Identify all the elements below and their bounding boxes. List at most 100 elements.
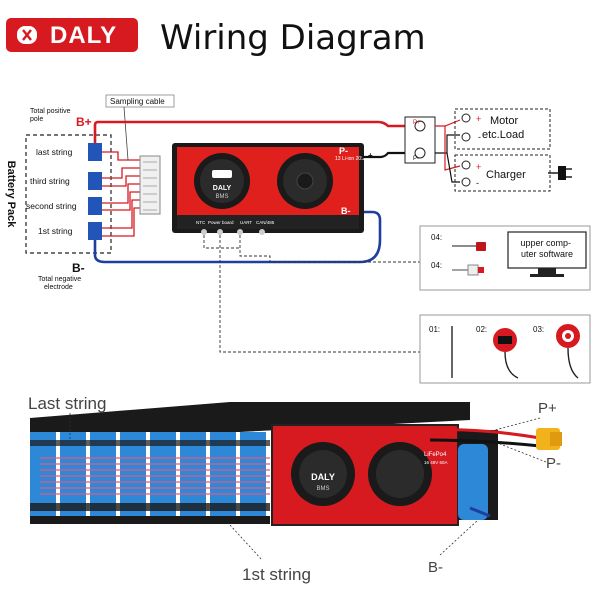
sampling-cable-label: Sampling cable	[110, 97, 165, 106]
monitor-icon	[507, 231, 587, 269]
display-button-icon	[493, 328, 519, 379]
port-label: UART	[240, 220, 252, 225]
plug-icon	[548, 166, 572, 180]
charger-label: Charger	[486, 169, 526, 181]
load-plus-sign: +	[476, 114, 481, 124]
photo-p-minus-wire	[429, 438, 541, 448]
bms-spec: 13 Li-ion 20S 72V 60A	[335, 156, 386, 162]
bms-brand: DALY	[213, 185, 232, 192]
photo-bottom-frame	[30, 516, 270, 524]
port-leaders	[203, 235, 420, 353]
bms-fan-left-inner	[200, 159, 244, 203]
photo-fan-left-inner	[299, 450, 347, 498]
photo-last-string-label: Last string	[28, 394, 106, 413]
port-can-485	[259, 229, 265, 235]
string-label: third string	[30, 176, 70, 186]
battery-photo: DALY BMS LiFePo4 16 48V 60A	[30, 402, 562, 526]
terminal-minus	[414, 147, 426, 159]
string-label: last string	[36, 147, 73, 157]
photo-strip	[30, 440, 270, 446]
item-04b-label: 04:	[431, 261, 442, 270]
switch-button-icon	[556, 324, 580, 379]
port-label: NTC	[196, 220, 206, 225]
photo-p-minus-label: P-	[546, 455, 561, 472]
cell-first-string	[88, 222, 102, 240]
positive-wire	[93, 120, 405, 143]
photo-first-string-label: 1st string	[242, 565, 311, 584]
charger-plus-wire	[444, 126, 461, 171]
port-uart	[237, 229, 243, 235]
brand-name: DALY	[50, 22, 118, 49]
battery-pack-label: Battery Pack	[5, 161, 17, 229]
daly-logo: DALY	[6, 18, 138, 52]
bms-ports: NTC Power board UART CAN/485	[196, 220, 275, 235]
load-plus-terminal	[461, 113, 471, 123]
bms-plus-mark: +	[368, 151, 373, 160]
bms-model: BMS	[215, 194, 228, 200]
charger-minus-wire	[446, 152, 460, 183]
item-02-label: 02:	[476, 325, 487, 334]
cell-blocks	[88, 143, 102, 240]
charger-minus-terminal	[461, 177, 471, 187]
photo-bms-model: BMS	[316, 486, 329, 492]
p-minus-wire	[362, 151, 405, 159]
photo-fan-right-inner	[376, 450, 424, 498]
photo-p-plus-label: P+	[538, 400, 557, 417]
cell-last-string	[88, 143, 102, 161]
port-power-board	[217, 229, 223, 235]
bms-p-minus: P-	[339, 146, 348, 156]
load-plus-wire	[435, 119, 461, 127]
port-ntc	[201, 229, 207, 235]
item-01-label: 01:	[429, 325, 440, 334]
software-label: upper comp- uter software	[520, 238, 573, 259]
xt60-connector-tip	[550, 432, 562, 446]
photo-sampling-wires	[40, 457, 270, 495]
bms-board: DALY BMS 13 Li-ion 20S 72V 60A P- B- NTC…	[172, 143, 386, 235]
p-minus-terminal-label: P-	[413, 156, 419, 162]
photo-b-minus-wire	[469, 506, 491, 518]
item-04a-label: 04:	[431, 233, 442, 242]
photo-b-minus-label: B-	[428, 559, 443, 576]
sampling-connector	[139, 155, 161, 215]
terminal-plus	[414, 120, 426, 132]
daly-logo-icon	[17, 26, 37, 44]
load-box	[454, 108, 551, 150]
load-minus-terminal	[461, 132, 471, 142]
photo-strip	[30, 503, 270, 511]
bms-fan-hub	[296, 172, 314, 190]
photo-bms-spec2: 16 48V 60A	[424, 460, 448, 465]
first-string-pointer	[229, 524, 263, 561]
load-label: etc.Load	[482, 129, 524, 141]
p-minus-pointer	[499, 443, 547, 463]
b-plus-label: B+	[76, 115, 92, 129]
cell-third-string	[88, 172, 102, 190]
port-label: Power board	[208, 220, 234, 225]
photo-bms-spec: LiFePo4	[424, 452, 447, 458]
p-plus-pointer	[494, 417, 541, 431]
total-positive-label: Total positive pole	[30, 108, 72, 123]
motor-label: Motor	[490, 115, 518, 127]
photo-bms-brand: DALY	[311, 472, 335, 482]
b-minus-pointer	[439, 519, 479, 556]
port-label: CAN/485	[256, 220, 275, 225]
charger-minus-sign: -	[476, 178, 479, 188]
charger-plus-terminal	[461, 160, 471, 170]
load-minus-wire	[435, 134, 460, 154]
photo-end-cell	[458, 444, 488, 520]
photo-p-plus-wire	[429, 428, 541, 440]
bms-port-strip	[177, 215, 359, 229]
charger-plus-sign: +	[476, 162, 481, 172]
b-minus-label: B-	[72, 261, 85, 275]
bms-b-minus: B-	[341, 206, 351, 216]
cell-second-string	[88, 197, 102, 215]
adapter-icon	[452, 264, 484, 276]
battery-pack-outline	[25, 134, 112, 254]
load-minus-sign: -	[478, 132, 481, 142]
usb-cable-icon	[452, 242, 486, 251]
bms-logo-badge	[212, 170, 232, 178]
negative-wire	[93, 210, 382, 264]
page-title: Wiring Diagram	[160, 18, 426, 58]
string-label: second string	[26, 201, 77, 211]
